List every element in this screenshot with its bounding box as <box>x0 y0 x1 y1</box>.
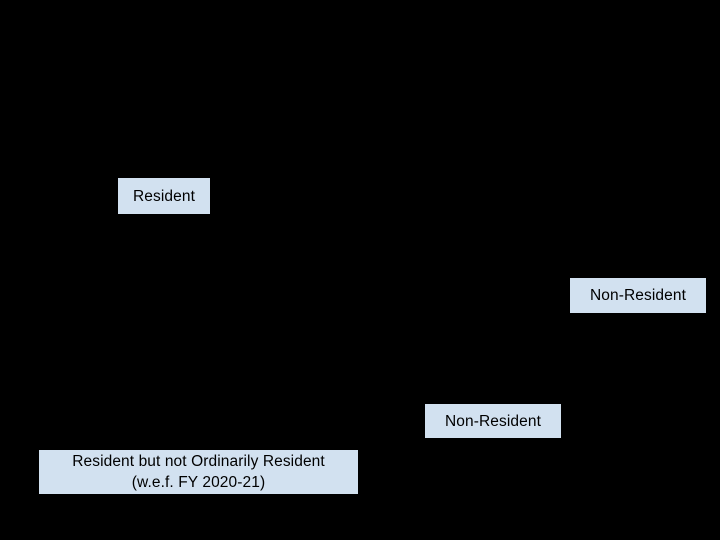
node-resident[interactable]: Resident <box>118 178 210 214</box>
node-non-resident-mid[interactable]: Non-Resident <box>425 404 561 438</box>
node-non-resident-top-label: Non-Resident <box>590 287 686 304</box>
node-non-resident-top[interactable]: Non-Resident <box>570 278 706 313</box>
node-non-resident-mid-label: Non-Resident <box>445 412 541 430</box>
node-resident-but-not-ordinarily-resident-label: Resident but not Ordinarily Resident (w.… <box>72 453 325 491</box>
node-resident-label: Resident <box>133 187 195 205</box>
node-resident-but-not-ordinarily-resident[interactable]: Resident but not Ordinarily Resident (w.… <box>39 450 358 494</box>
